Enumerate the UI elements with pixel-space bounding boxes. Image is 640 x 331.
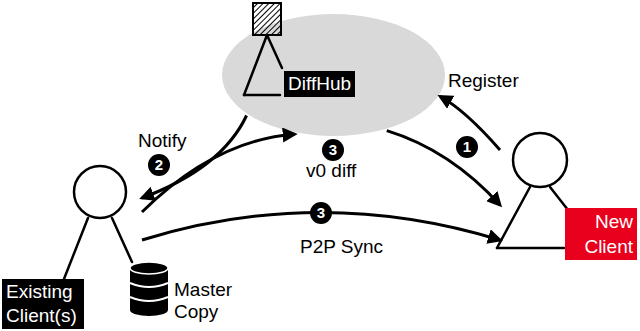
callout-number: 3 [322,139,344,161]
client-label: Existing Client(s) [2,279,84,329]
client-label: New Client [565,208,637,260]
callout-number: 3 [310,202,332,224]
edge-label: v0 diff [306,160,356,182]
hub-label: DiffHub [284,71,355,97]
arrow-connector [142,134,295,212]
database-icon [130,262,168,316]
callout-number: 1 [456,136,478,158]
callout-number: 2 [148,154,170,176]
new-client-figure [497,133,568,248]
edge-label: P2P Sync [300,236,383,258]
arrow-connector [440,97,500,150]
existing-client-figure [62,166,132,284]
arrow-connector [142,115,247,198]
database-label: Master Copy [174,279,238,323]
edge-label: Notify [138,130,187,152]
arrow-connector [387,131,500,205]
edge-label: Register [448,70,519,92]
arrow-connector [142,213,500,241]
diffhub-figure [244,3,282,95]
